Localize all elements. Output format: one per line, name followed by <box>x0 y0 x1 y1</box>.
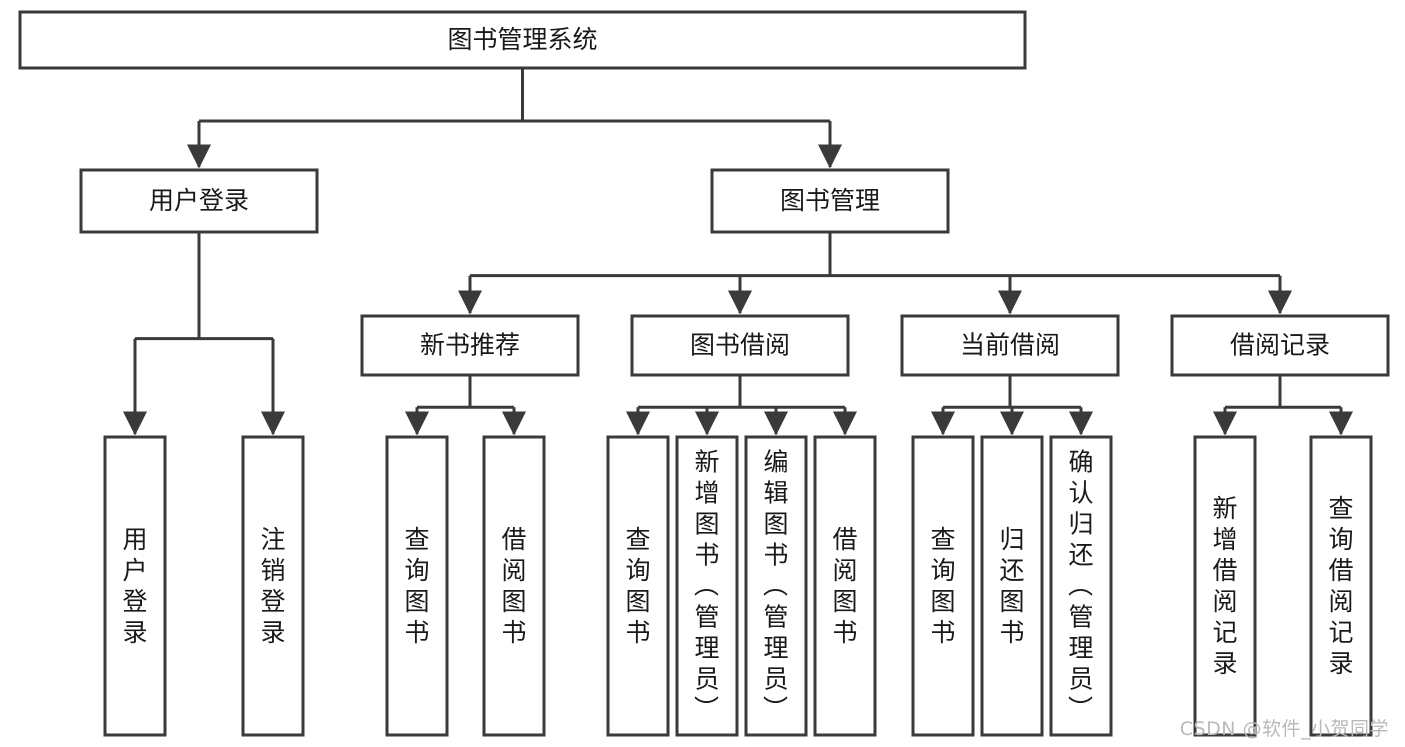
node-box-root[interactable] <box>18 10 1027 70</box>
node-current-borrow[interactable]: 当前借阅 <box>900 314 1120 377</box>
node-label-leaf-add-book-admin: 新增图书（管理员） <box>694 448 720 725</box>
node-box-borrow-record[interactable] <box>1170 314 1390 377</box>
node-label-leaf-query-book-current: 查询图书 <box>930 525 955 647</box>
node-box-leaf-query-book-borrow[interactable] <box>606 435 670 737</box>
node-leaf-query-book-borrow[interactable]: 查询图书 <box>606 435 670 737</box>
node-box-leaf-query-book-current[interactable] <box>911 435 975 737</box>
node-box-leaf-edit-book-admin[interactable] <box>744 435 808 737</box>
node-label-leaf-borrow-book-rec: 借阅图书 <box>501 525 526 647</box>
node-leaf-add-borrow-record[interactable]: 新增借阅记录 <box>1193 435 1257 737</box>
node-box-new-book-recommend[interactable] <box>360 314 580 377</box>
node-borrow-record[interactable]: 借阅记录 <box>1170 314 1390 377</box>
node-book-management[interactable]: 图书管理 <box>710 168 950 234</box>
node-box-book-management[interactable] <box>710 168 950 234</box>
node-box-leaf-add-borrow-record[interactable] <box>1193 435 1257 737</box>
node-box-leaf-query-book-rec[interactable] <box>385 435 449 737</box>
node-box-leaf-logout[interactable] <box>241 435 305 737</box>
node-leaf-user-login[interactable]: 用户登录 <box>103 435 167 737</box>
node-label-leaf-logout: 注销登录 <box>260 525 285 647</box>
node-label-current-borrow: 当前借阅 <box>960 331 1060 360</box>
node-leaf-borrow-book[interactable]: 借阅图书 <box>813 435 877 737</box>
node-box-leaf-borrow-book-rec[interactable] <box>482 435 546 737</box>
node-leaf-query-borrow-record[interactable]: 查询借阅记录 <box>1309 435 1373 737</box>
node-label-leaf-query-borrow-record: 查询借阅记录 <box>1328 494 1353 678</box>
node-label-book-borrow: 图书借阅 <box>690 331 790 360</box>
node-leaf-add-book-admin[interactable]: 新增图书（管理员） <box>675 435 739 737</box>
node-label-borrow-record: 借阅记录 <box>1230 331 1330 360</box>
node-box-leaf-user-login[interactable] <box>103 435 167 737</box>
node-label-leaf-user-login: 用户登录 <box>122 525 147 647</box>
node-box-leaf-borrow-book[interactable] <box>813 435 877 737</box>
node-label-leaf-add-borrow-record: 新增借阅记录 <box>1212 494 1237 678</box>
node-box-leaf-return-book[interactable] <box>980 435 1044 737</box>
node-box-leaf-query-borrow-record[interactable] <box>1309 435 1373 737</box>
node-root[interactable]: 图书管理系统 <box>18 10 1027 70</box>
node-leaf-edit-book-admin[interactable]: 编辑图书（管理员） <box>744 435 808 737</box>
node-label-leaf-query-book-borrow: 查询图书 <box>625 525 650 647</box>
node-label-root: 图书管理系统 <box>447 25 597 54</box>
node-label-leaf-return-book: 归还图书 <box>999 525 1024 647</box>
node-label-user-login: 用户登录 <box>149 186 249 215</box>
node-label-book-management: 图书管理 <box>780 186 880 215</box>
node-new-book-recommend[interactable]: 新书推荐 <box>360 314 580 377</box>
node-label-leaf-confirm-return-admin: 确认归还（管理员） <box>1068 448 1094 725</box>
node-leaf-return-book[interactable]: 归还图书 <box>980 435 1044 737</box>
node-label-new-book-recommend: 新书推荐 <box>420 331 520 360</box>
nodes-layer: 图书管理系统用户登录图书管理新书推荐图书借阅当前借阅借阅记录用户登录注销登录查询… <box>18 10 1390 737</box>
node-leaf-logout[interactable]: 注销登录 <box>241 435 305 737</box>
node-box-user-login[interactable] <box>79 168 319 234</box>
edges-layer <box>123 68 1353 436</box>
node-leaf-query-book-rec[interactable]: 查询图书 <box>385 435 449 737</box>
node-box-current-borrow[interactable] <box>900 314 1120 377</box>
node-label-leaf-query-book-rec: 查询图书 <box>404 525 429 647</box>
node-box-book-borrow[interactable] <box>630 314 850 377</box>
node-user-login[interactable]: 用户登录 <box>79 168 319 234</box>
node-leaf-borrow-book-rec[interactable]: 借阅图书 <box>482 435 546 737</box>
node-label-leaf-borrow-book: 借阅图书 <box>832 525 857 647</box>
node-leaf-confirm-return-admin[interactable]: 确认归还（管理员） <box>1049 435 1113 737</box>
node-box-leaf-add-book-admin[interactable] <box>675 435 739 737</box>
node-box-leaf-confirm-return-admin[interactable] <box>1049 435 1113 737</box>
node-book-borrow[interactable]: 图书借阅 <box>630 314 850 377</box>
node-label-leaf-edit-book-admin: 编辑图书（管理员） <box>763 448 789 725</box>
node-leaf-query-book-current[interactable]: 查询图书 <box>911 435 975 737</box>
